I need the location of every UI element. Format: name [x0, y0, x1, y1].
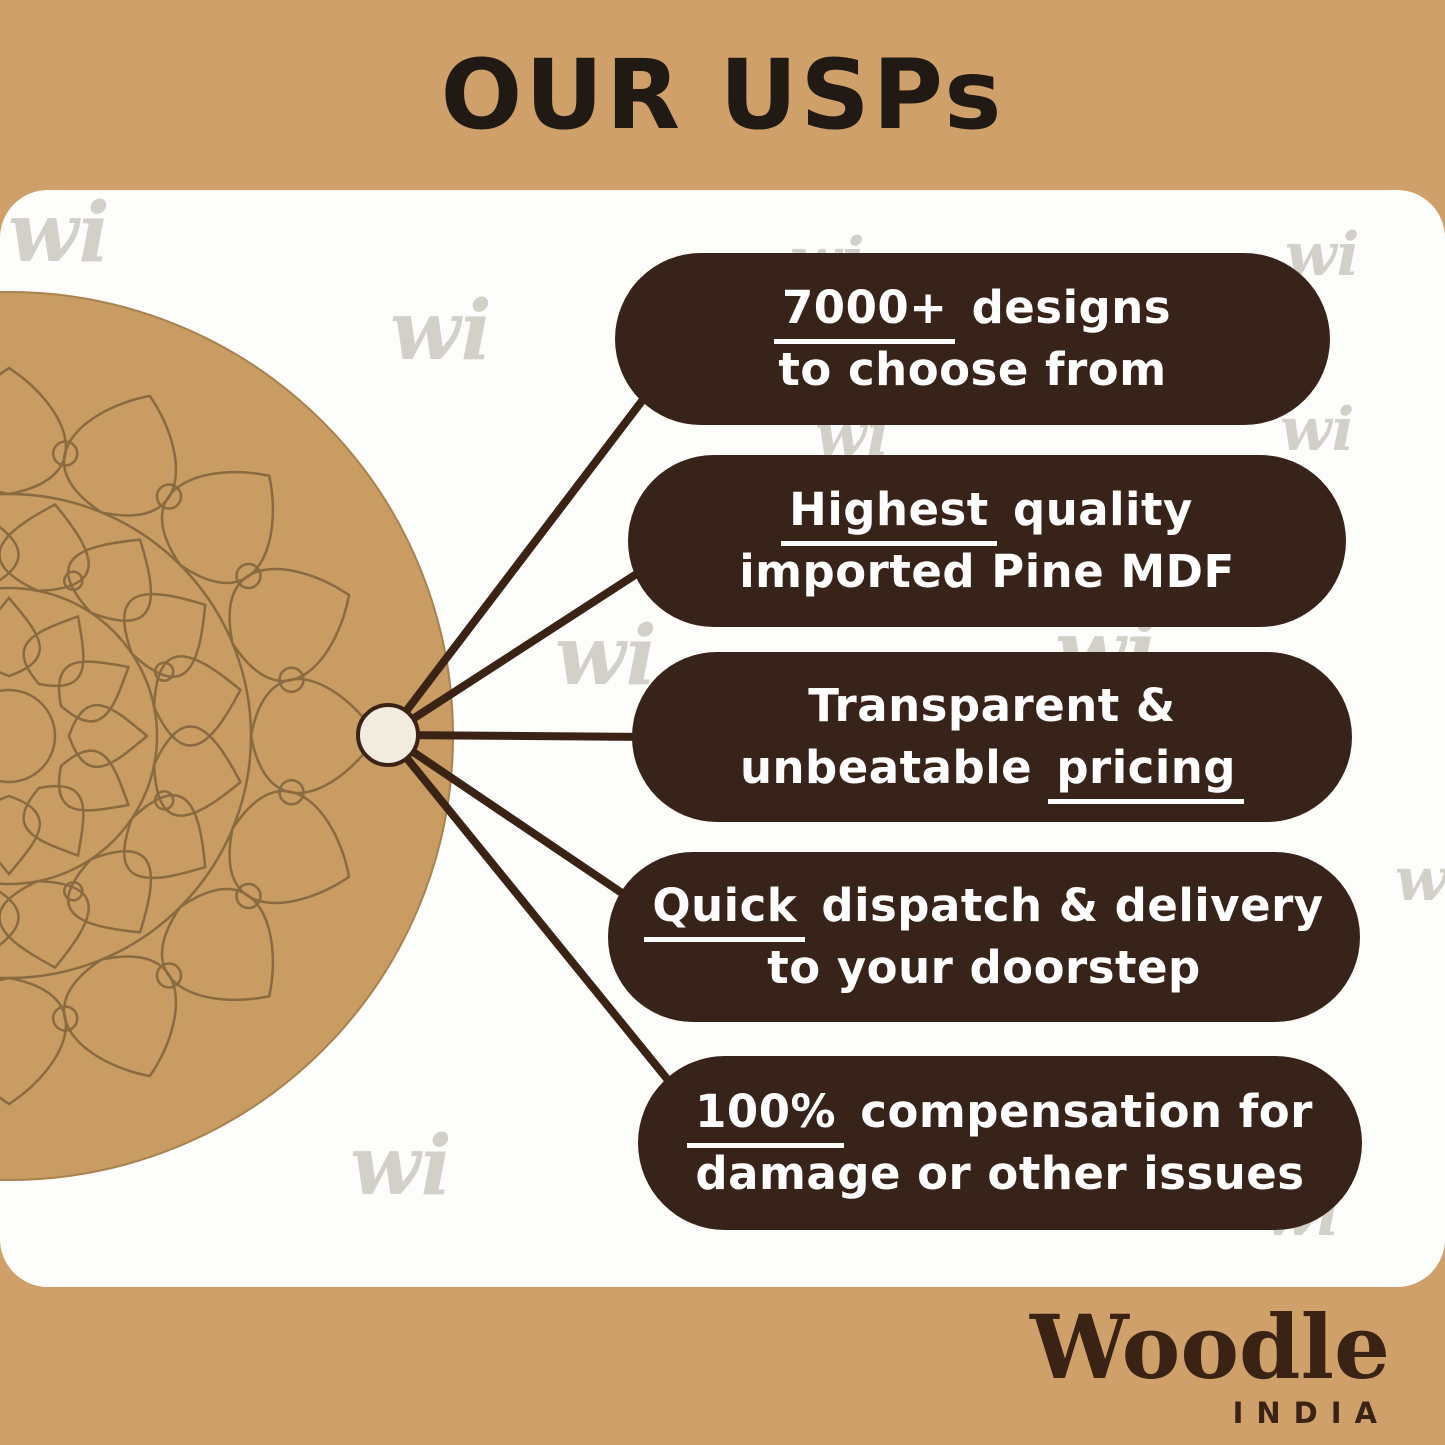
usp-text-segment: damage or other issues [695, 1147, 1305, 1200]
usp-text-line: damage or other issues [695, 1147, 1304, 1201]
usp-text-line: 7000+ designs [773, 281, 1172, 344]
usp-text-line: 100% compensation for [687, 1085, 1313, 1148]
brand-logo-country: INDIA [1232, 1395, 1390, 1430]
brand-watermark: wi [1395, 845, 1445, 915]
content-panel: wiwiwiwiwiwiwiwiwiwiwiwiwi 7000+ designs… [0, 190, 1445, 1287]
mandala-pattern [0, 366, 379, 1106]
usp-underlined-text: 100% [687, 1085, 845, 1148]
usp-text-segment: unbeatable [739, 741, 1049, 794]
usp-text-segment: to your doorstep [767, 941, 1201, 994]
brand-watermark: wi [8, 190, 110, 281]
usp-bubble-compensation: 100% compensation for damage or other is… [638, 1056, 1362, 1230]
usp-underlined-text: Highest [781, 483, 997, 546]
connector-lines [356, 389, 676, 1089]
brand-watermark: wi [555, 608, 657, 704]
usp-text-segment: compensation for [844, 1085, 1313, 1138]
brand-watermark: wi [350, 1118, 452, 1214]
usp-text-line: Quick dispatch & delivery [644, 879, 1324, 942]
header-band: OUR USPs [0, 0, 1445, 190]
usp-text-segment: quality [996, 483, 1193, 536]
usp-text-line: unbeatable pricing [739, 741, 1245, 804]
usp-bubble-pricing: Transparent & unbeatable pricing [632, 652, 1352, 822]
usp-text-segment: imported Pine MDF [739, 545, 1235, 598]
usp-text-segment: to choose from [778, 343, 1167, 396]
page-title: OUR USPs [440, 39, 1005, 151]
hub-dot [356, 703, 420, 767]
usp-bubble-dispatch: Quick dispatch & delivery to your doorst… [608, 852, 1360, 1022]
brand-logo: Woodle INDIA [1030, 1303, 1390, 1430]
brand-watermark: wi [390, 283, 492, 379]
usp-text-line: to your doorstep [767, 941, 1201, 995]
usp-underlined-text: pricing [1048, 741, 1245, 804]
usp-text-line: to choose from [778, 343, 1166, 397]
usp-text-segment: Transparent & [808, 679, 1176, 732]
usp-text-segment: dispatch & delivery [805, 879, 1324, 932]
usp-text-line: Transparent & [808, 679, 1175, 733]
usp-text-line: imported Pine MDF [739, 545, 1235, 599]
usp-text-segment: designs [955, 281, 1172, 334]
usp-bubble-designs: 7000+ designs to choose from [615, 253, 1330, 425]
usp-underlined-text: 7000+ [773, 281, 956, 344]
usp-underlined-text: Quick [644, 879, 806, 942]
usp-bubble-quality: Highest quality imported Pine MDF [628, 455, 1346, 627]
connector-line-group [384, 389, 676, 1089]
brand-logo-name: Woodle [1030, 1294, 1390, 1399]
footer-band: Woodle INDIA [0, 1287, 1445, 1445]
usp-text-line: Highest quality [781, 483, 1193, 546]
